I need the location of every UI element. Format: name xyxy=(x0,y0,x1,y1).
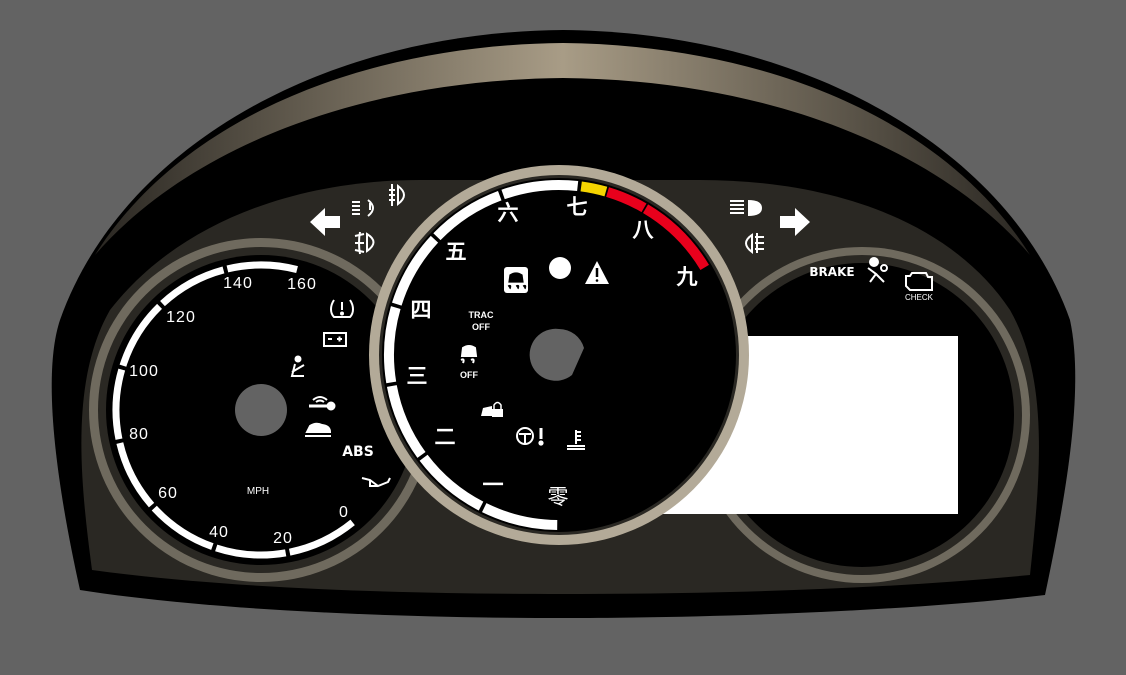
info-display-gauge: BRAKE CHECK xyxy=(636,247,1030,583)
speed-tick-60: 60 xyxy=(158,485,178,502)
rpm-scale-segment xyxy=(501,180,579,200)
seatbelt-icon xyxy=(290,355,305,377)
turn-signal-left-icon xyxy=(310,208,340,236)
headlight-level-icon xyxy=(389,183,405,207)
rpm-scale-segment xyxy=(392,235,439,306)
brake-indicator: BRAKE xyxy=(809,265,854,279)
speed-tick-100: 100 xyxy=(129,363,159,380)
vehicle-stability-icon xyxy=(504,267,528,293)
rpm-scale-segment xyxy=(482,503,558,530)
speed-tick-0: 0 xyxy=(339,504,349,521)
speed-scale-segment xyxy=(151,505,214,550)
speed-tick-160: 160 xyxy=(287,276,317,293)
headlight-warning-icon xyxy=(352,199,374,217)
oil-pressure-icon xyxy=(361,477,391,488)
rpm-redline-zone xyxy=(606,187,647,213)
skid-off-icon xyxy=(460,345,478,364)
speed-tick-80: 80 xyxy=(129,426,149,443)
speed-tick-20: 20 xyxy=(273,530,293,547)
trac-off-label-2: OFF xyxy=(472,322,490,332)
speed-tick-120: 120 xyxy=(166,309,196,326)
rpm-tick-2: 二 xyxy=(435,425,456,449)
rpm-caution-zone xyxy=(580,181,608,197)
rpm-scale-segment xyxy=(419,454,484,511)
rpm-tick-3: 三 xyxy=(407,364,428,388)
speed-scale-segment xyxy=(119,303,163,367)
rpm-scale-segment xyxy=(433,190,502,241)
speedometer-hub xyxy=(235,384,287,436)
speed-unit-label: MPH xyxy=(247,486,269,497)
skid-off-label: OFF xyxy=(460,370,478,380)
rpm-scale-segment xyxy=(386,384,426,458)
master-indicator-dot xyxy=(549,257,571,279)
rpm-tick-9: 九 xyxy=(676,265,698,289)
rpm-scale-segment xyxy=(384,306,401,384)
rpm-redline-zone xyxy=(642,204,710,271)
master-warning-icon xyxy=(585,261,609,284)
rpm-tick-6: 六 xyxy=(498,201,519,225)
rpm-tick-1: 一 xyxy=(483,473,504,497)
check-engine-icon xyxy=(905,272,933,291)
high-beam-icon xyxy=(730,200,762,216)
power-steering-warning-icon xyxy=(516,427,544,446)
speed-scale-segment xyxy=(112,368,126,440)
rpm-tick-4: 四 xyxy=(411,298,432,322)
coolant-temperature-icon xyxy=(567,430,585,450)
rpm-tick-8: 八 xyxy=(633,218,655,242)
car-slip-icon xyxy=(305,422,332,437)
tachometer: 零 一 二 三 四 五 六 七 八 九 TRAC OFF OFF xyxy=(369,165,749,545)
rpm-tick-5: 五 xyxy=(446,240,467,264)
trac-off-label-1: TRAC xyxy=(469,310,494,320)
tachometer-scale xyxy=(384,180,710,530)
speed-scale-segment xyxy=(226,261,298,273)
speedometer: 0 20 40 60 80 100 120 140 160 MPH ABS xyxy=(89,238,433,582)
rpm-tick-0: 零 xyxy=(548,485,569,509)
speed-tick-40: 40 xyxy=(209,524,229,541)
airbag-icon xyxy=(867,257,888,283)
speed-scale-segment xyxy=(116,442,155,508)
turn-signal-right-icon xyxy=(780,208,810,236)
tire-pressure-icon xyxy=(330,299,354,318)
speedometer-scale xyxy=(112,261,355,559)
rear-fog-light-icon xyxy=(745,233,764,255)
tachometer-hub xyxy=(529,328,584,381)
rpm-tick-7: 七 xyxy=(567,195,588,219)
speed-scale-segment xyxy=(160,266,225,307)
speed-scale-segment xyxy=(288,519,355,556)
security-lock-icon xyxy=(481,401,503,417)
speed-scale-segment xyxy=(215,544,287,559)
speed-tick-140: 140 xyxy=(223,275,253,292)
abs-indicator: ABS xyxy=(342,444,374,460)
front-fog-light-icon xyxy=(354,231,375,255)
check-label: CHECK xyxy=(905,293,934,302)
battery-icon xyxy=(323,332,347,347)
key-warning-icon xyxy=(309,396,336,411)
top-sheen xyxy=(95,43,1030,255)
